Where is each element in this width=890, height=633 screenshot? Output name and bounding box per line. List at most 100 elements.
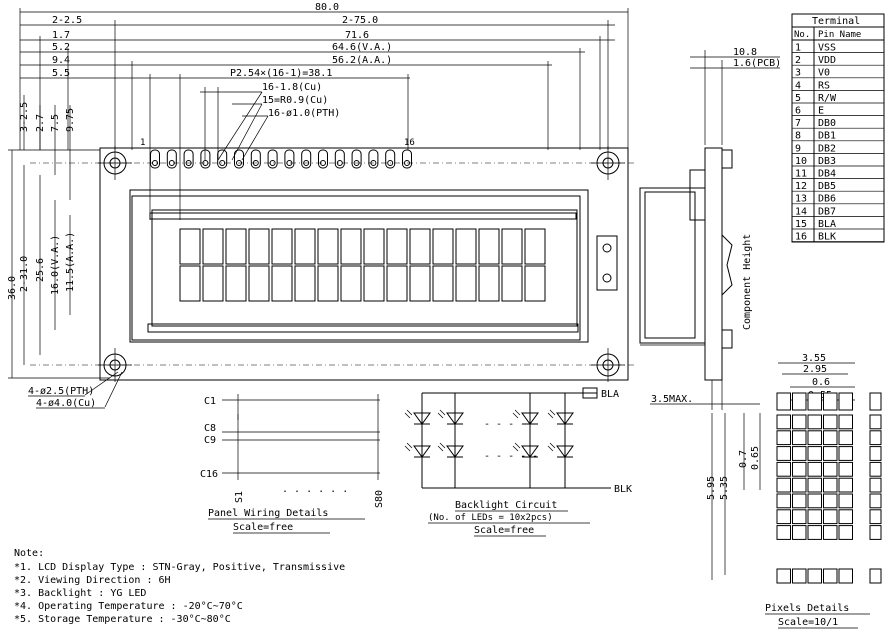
character-cell [179, 265, 201, 302]
terminal-pin-name: E [818, 106, 824, 117]
terminal-pin-no: 6 [795, 106, 801, 117]
character-cell [363, 228, 385, 265]
character-cell [317, 265, 339, 302]
terminal-pin-name: DB2 [818, 143, 836, 154]
pin-pad [250, 149, 261, 169]
dim-9-75: 9.75 [65, 108, 76, 132]
led-diode [404, 442, 431, 458]
wiring-s1: S1 [234, 491, 245, 503]
led-diode [512, 409, 539, 425]
character-cell [524, 228, 546, 265]
dim-64-6: 64.6(V.A.) [332, 42, 392, 53]
note-5: *5. Storage Temperature : -30°C~80°C [14, 614, 231, 625]
svg-text:. . . . . .: . . . . . . [282, 484, 348, 495]
pixel-dot [807, 430, 822, 446]
backlight-circuit: BLA BLK - - - - - - - - - - Backlight Ci… [404, 387, 632, 537]
top-dimensions: 80.0 2-2.5 2-75.0 1.7 71.6 5.2 64.6(V.A.… [19, 2, 629, 220]
terminal-pin-no: 12 [795, 181, 807, 192]
note-4: *4. Operating Temperature : -20°C~70°C [14, 601, 243, 612]
pixel-dot [869, 477, 882, 493]
pixel-dot [807, 392, 822, 411]
terminal-pin-no: 1 [795, 43, 801, 54]
character-cell [409, 228, 431, 265]
pin-pad [150, 149, 160, 169]
dim-pitch: P2.54×(16-1)=38.1 [230, 68, 332, 79]
pin-pad [334, 149, 345, 169]
pixel-0-6: 0.6 [812, 377, 830, 388]
dim-56-2: 56.2(A.A.) [332, 55, 392, 66]
character-cell [248, 228, 270, 265]
character-cell [248, 265, 270, 302]
character-cell [386, 265, 408, 302]
pin-1-label: 1 [140, 138, 145, 148]
led-array [404, 393, 574, 488]
module-front-view: 1 16 [30, 138, 635, 382]
left-dimensions: 3-2.5 2.7 7.5 9.75 36.0 2-31.0 25.6 16.0… [7, 95, 110, 379]
character-cell [501, 228, 523, 265]
terminal-pin-name: V0 [818, 68, 830, 79]
pin-pad [267, 149, 278, 169]
wiring-c8: C8 [204, 423, 216, 434]
notes-heading: Note: [14, 548, 44, 559]
dim-3-2-5: 3-2.5 [19, 102, 30, 132]
backlight-blk: BLK [614, 484, 632, 495]
pixel-grid [776, 392, 882, 584]
backlight-scale: Scale=free [474, 525, 534, 536]
led-diode [512, 442, 539, 458]
pin-pad [234, 149, 244, 169]
terminal-pin-name: DB1 [818, 131, 836, 142]
pixel-dot [823, 430, 838, 446]
pixel-dot [792, 493, 807, 509]
character-cell [271, 228, 293, 265]
pixel-dot [776, 461, 791, 477]
pixel-dot [792, 446, 807, 461]
pixel-dot [869, 392, 882, 411]
pixel-dot [807, 568, 822, 584]
dim-7-5: 7.5 [50, 114, 61, 132]
dim-2-31: 2-31.0 [19, 256, 30, 292]
pixel-details: 3.55 2.95 0.6 0.55 0.7 0.65 5.95 5.35 Pi… [706, 353, 882, 629]
wiring-c1: C1 [204, 396, 216, 407]
pixel-dot [838, 493, 853, 509]
pixel-dot [792, 509, 807, 525]
pixel-dot [869, 446, 882, 461]
pixel-scale: Scale=10/1 [778, 617, 838, 628]
pixel-dot [869, 525, 882, 540]
pixel-dot [807, 525, 822, 540]
dim-71-6: 71.6 [345, 30, 369, 41]
led-diode [547, 442, 574, 458]
terminal-pin-name: DB0 [818, 118, 836, 129]
hole-cu: 4-ø4.0(Cu) [36, 398, 96, 409]
pixel-dot [807, 414, 822, 430]
terminal-pin-name: DB4 [818, 169, 836, 180]
terminal-pin-name: RS [818, 80, 830, 91]
pixel-dot [869, 461, 882, 477]
terminal-pin-name: DB6 [818, 194, 836, 205]
dim-pad-radius: 15=R0.9(Cu) [262, 95, 328, 106]
terminal-pin-no: 14 [795, 206, 807, 217]
hole-pth: 4-ø2.5(PTH) [28, 386, 94, 397]
backlight-bla: BLA [601, 389, 619, 400]
pixel-dot [776, 477, 791, 493]
pixel-dot [838, 568, 853, 584]
note-2: *2. Viewing Direction : 6H [14, 575, 171, 586]
pixel-dot [838, 414, 853, 430]
character-cell [202, 228, 224, 265]
dim-1-7: 1.7 [52, 30, 70, 41]
pixel-0-7: 0.7 [738, 450, 749, 468]
pin-pad [318, 149, 328, 169]
character-cell [202, 265, 224, 302]
pixel-dot [776, 430, 791, 446]
pixel-5-35: 5.35 [719, 476, 730, 500]
character-cell [455, 265, 477, 302]
terminal-pin-name: VDD [818, 55, 836, 66]
terminal-pin-name: DB5 [818, 181, 836, 192]
